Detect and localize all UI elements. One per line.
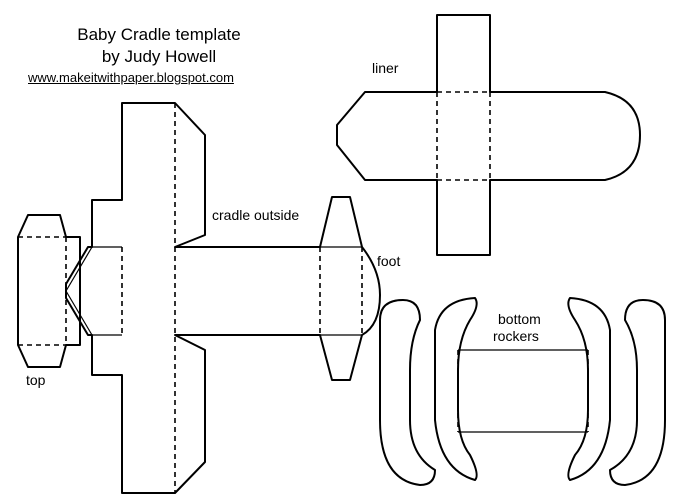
bottom-rockers-label-line2: rockers xyxy=(493,328,539,344)
top-label: top xyxy=(26,372,46,388)
foot-label: foot xyxy=(377,253,401,269)
liner-label: liner xyxy=(372,60,399,76)
bottom-rockers-piece xyxy=(379,297,666,486)
blog-link[interactable]: www.makeitwithpaper.blogspot.com xyxy=(28,70,234,85)
bottom-rockers-label-line1: bottom xyxy=(498,311,541,327)
template-author: by Judy Howell xyxy=(101,47,217,66)
template-title: Baby Cradle template xyxy=(77,25,241,44)
cradle-outside-label: cradle outside xyxy=(212,207,300,223)
liner-piece xyxy=(336,14,641,256)
top-piece xyxy=(17,214,81,368)
cradle-outside-piece xyxy=(65,102,381,494)
